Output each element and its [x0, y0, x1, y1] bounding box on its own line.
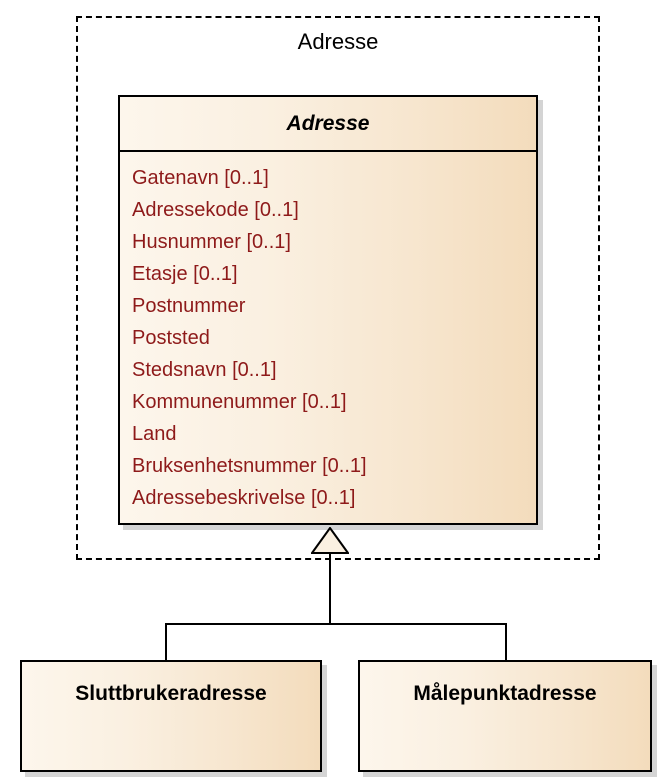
attribute-row: Gatenavn [0..1]	[132, 167, 269, 189]
generalization-branch-right	[505, 623, 507, 661]
attribute-row: Postnummer	[132, 295, 246, 317]
subclass-box-sluttbrukeradresse[interactable]: Sluttbrukeradresse	[20, 660, 322, 772]
attribute-row: Stedsnavn [0..1]	[132, 359, 277, 381]
attribute-row: Adressebeskrivelse [0..1]	[132, 487, 356, 509]
generalization-crossbar	[165, 623, 507, 625]
package-boundary	[76, 16, 600, 560]
attribute-row: Land	[132, 423, 177, 445]
class-attribute-list: Gatenavn [0..1] Adressekode [0..1] Husnu…	[120, 152, 536, 514]
subclass-name: Målepunktadresse	[413, 682, 597, 705]
class-header: Adresse	[120, 97, 536, 152]
attribute-row: Kommunenummer [0..1]	[132, 391, 347, 413]
generalization-stem	[329, 552, 331, 624]
generalization-branch-left	[165, 623, 167, 661]
class-name: Adresse	[286, 111, 370, 135]
attribute-row: Bruksenhetsnummer [0..1]	[132, 455, 367, 477]
package-title: Adresse	[297, 29, 379, 54]
attribute-row: Etasje [0..1]	[132, 263, 238, 285]
attribute-row: Adressekode [0..1]	[132, 199, 299, 221]
attribute-row: Husnummer [0..1]	[132, 231, 291, 253]
subclass-name: Sluttbrukeradresse	[75, 682, 267, 705]
subclass-box-malepunktadresse[interactable]: Målepunktadresse	[358, 660, 652, 772]
attribute-row: Poststed	[132, 327, 210, 349]
class-box-adresse[interactable]: Adresse Gatenavn [0..1] Adressekode [0..…	[118, 95, 538, 525]
